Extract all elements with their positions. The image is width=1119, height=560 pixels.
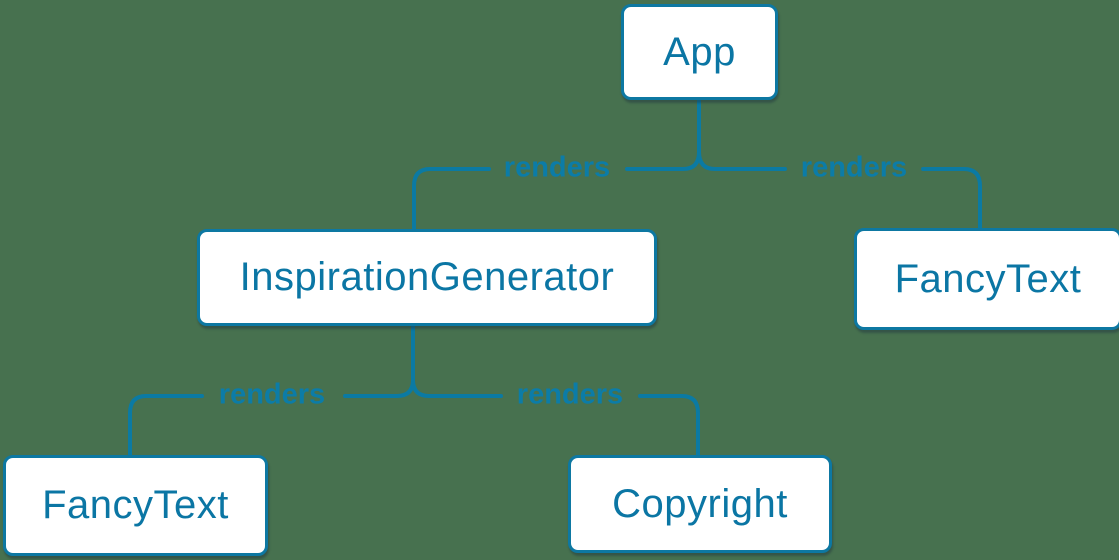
node-inspiration-generator: InspirationGenerator [197, 229, 657, 326]
edge-label-renders-app-fancy-text: renders [800, 151, 908, 184]
node-copyright: Copyright [568, 455, 832, 553]
node-fancy-text-right: FancyText [854, 228, 1119, 330]
node-copyright-label: Copyright [612, 481, 788, 526]
node-fancy-text-left: FancyText [3, 455, 268, 556]
node-fancy-text-right-label: FancyText [894, 256, 1082, 301]
node-app-label: App [663, 29, 736, 74]
node-fancy-text-left-label: FancyText [42, 483, 229, 527]
node-app: App [621, 4, 778, 100]
edge-label-renders-inspiration-generator-copyright: renders [516, 378, 624, 411]
node-inspiration-generator-label: InspirationGenerator [239, 255, 615, 299]
edge-label-renders-inspiration-generator-fancy-text: renders [218, 378, 326, 411]
edge-label-renders-app-inspiration-generator: renders [503, 151, 611, 184]
